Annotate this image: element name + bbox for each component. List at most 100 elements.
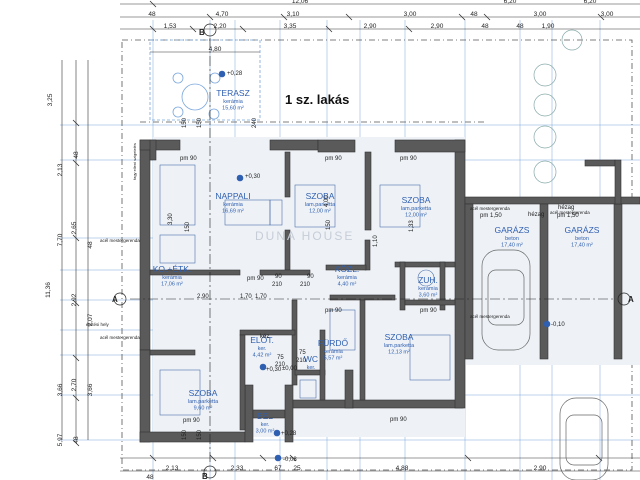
beam-note: acél mestergerenda <box>100 335 140 340</box>
dimension-label: 210 <box>272 282 283 288</box>
room-area: 12,13 m² <box>388 350 410 356</box>
room-name: GARÁZS <box>565 225 600 235</box>
left-dim: 2,65 <box>71 221 78 234</box>
dimension-label: 1,70 <box>255 294 267 300</box>
top-dim-row2: 48 <box>148 11 156 18</box>
dimension-label: 2,90 <box>197 294 209 300</box>
top-dim-row2: 3,00 <box>404 11 417 18</box>
grid-markers <box>113 23 631 479</box>
top-dim-row1: 6,20 <box>584 0 597 5</box>
dimension-label: 210 <box>275 362 286 368</box>
dimension-label: 90 <box>307 274 314 280</box>
top-dim-row1: 6,20 <box>504 0 517 5</box>
bottom-dim-row1: 25 <box>293 465 301 472</box>
axis-label-b-bottom: B <box>202 472 208 480</box>
beam-note: acél mestergerenda <box>100 238 140 243</box>
room-area: 17,40 m² <box>571 243 593 249</box>
room-name: KÖZL. <box>335 264 360 274</box>
opening-label: pm 90 <box>390 417 407 423</box>
opening-label: pm 90 <box>325 308 342 314</box>
room-name: BEL <box>257 411 273 421</box>
room-name: SZOBA <box>385 332 414 342</box>
top-dim-row3: 3,35 <box>284 23 297 30</box>
level-value: -0,08 <box>283 457 297 463</box>
building-place-note: építési hely <box>86 322 110 327</box>
left-dim: 11,36 <box>45 282 52 298</box>
bottom-dim-row1: 2,33 <box>231 465 244 472</box>
dimension-label: 75 <box>277 355 284 361</box>
level-value: ±0,00 <box>282 366 298 372</box>
dimension-label: 4,00 <box>324 195 330 207</box>
dimension-label: 75 <box>299 350 306 356</box>
room-area: 4,42 m² <box>253 353 272 359</box>
room-name: FÜRDŐ <box>318 338 349 348</box>
furniture <box>159 164 451 416</box>
dimension-label: kéz <box>260 334 269 340</box>
level-value: +0,28 <box>227 71 243 77</box>
dimension-label: 150 <box>182 429 188 440</box>
top-dim-row2: 3,00 <box>534 11 547 18</box>
room-area: 12,00 m² <box>405 213 427 219</box>
left-dim: 5,97 <box>57 433 64 446</box>
room-floor: ker. <box>258 346 267 352</box>
opening-label: pm 90 <box>325 156 342 162</box>
room-floor: kerámia <box>223 202 244 208</box>
level-markers <box>218 70 551 462</box>
beam-note: acél mestergerenda <box>550 210 590 215</box>
dimension-label: hézag <box>528 212 544 218</box>
opening-label: pm 90 <box>420 308 437 314</box>
frost-insulation-note: fagy elleni szigetelés <box>132 143 137 180</box>
dimension-label: 150 <box>182 117 188 128</box>
room-floor: kerámia <box>223 99 244 105</box>
dimension-lines <box>61 0 640 472</box>
dimension-label: 210 <box>300 282 311 288</box>
room-name: TERASZ <box>216 88 250 98</box>
top-dim-row3: 2,20 <box>214 23 227 30</box>
room-area: 9,60 m² <box>194 406 213 412</box>
opening-label: pm 90 <box>400 156 417 162</box>
garden-trees <box>533 29 583 184</box>
opening-label: pm 1,50 <box>480 213 502 219</box>
opening-label: pm 1,50 <box>557 213 579 219</box>
room-area: 17,40 m² <box>501 243 523 249</box>
opening-label: pm 90 <box>180 156 197 162</box>
room-name: WC <box>304 354 318 364</box>
top-dim-row3: 2,90 <box>364 23 377 30</box>
axis-label-a: A <box>112 295 118 304</box>
beam-note: acél mestergerenda <box>470 314 510 319</box>
top-dim-row4: 4,80 <box>209 46 222 53</box>
opening-label: pm 90 <box>183 418 200 424</box>
opening-label: pm 90 <box>247 276 264 282</box>
left-dim: 2,92 <box>71 293 78 306</box>
dimension-label: 240 <box>252 117 258 128</box>
room-name: SZOBA <box>306 191 335 201</box>
dimension-label: hézag <box>558 205 574 211</box>
room-area: 16,69 m² <box>222 209 244 215</box>
top-dim-row1: 12,06 <box>292 0 309 5</box>
top-dim-row2: 4,70 <box>216 11 229 18</box>
garage-cars <box>481 249 609 480</box>
room-name: GARÁZS <box>495 225 530 235</box>
bottom-dim-row1: 2,13 <box>166 465 179 472</box>
room-floor: beton <box>505 236 519 242</box>
top-dim-row2: 3,10 <box>287 11 300 18</box>
top-dim-row3: 48 <box>481 23 489 30</box>
room-area: 3,00 m² <box>256 429 275 435</box>
top-dim-row3: 1,90 <box>542 23 555 30</box>
room-area: 4,40 m² <box>338 282 357 288</box>
dimension-label: 150 <box>197 117 203 128</box>
dimension-label: 1,33 <box>409 220 415 232</box>
dimension-label: 90 <box>275 274 282 280</box>
room-floor: lam.parketta <box>188 399 219 405</box>
left-dim: 48 <box>73 436 80 444</box>
room-floor: ker. <box>307 365 316 371</box>
beam-note: acél mestergerenda <box>470 206 510 211</box>
terrace-furniture <box>149 39 261 121</box>
dimension-label: 150 <box>197 429 203 440</box>
watermark: DUNA HOUSE <box>255 229 354 243</box>
left-dim: 48 <box>73 151 80 159</box>
left-dim: 2,70 <box>71 378 78 391</box>
room-area: 17,06 m² <box>161 282 183 288</box>
room-name: SZOBA <box>402 195 431 205</box>
